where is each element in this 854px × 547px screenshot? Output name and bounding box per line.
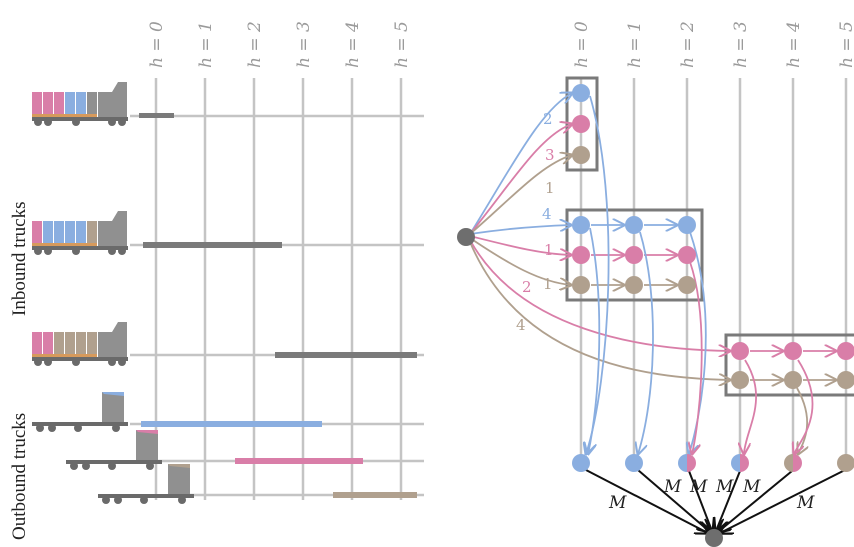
sink-label-5: M: [742, 477, 761, 497]
inbound-truck-3-icon: [32, 322, 128, 366]
edge-label-8: 4: [516, 316, 526, 334]
edge-label-7: 2: [522, 278, 532, 296]
outbound-node-1: [625, 454, 643, 472]
left-h-label-1: h = 1: [196, 21, 216, 68]
left-panel: h = 0 h = 1 h = 2 h = 3 h = 4 h = 5 Inb: [9, 21, 424, 540]
outbound-truck-pink-icon: [66, 430, 162, 470]
node-box1-tan: [572, 146, 590, 164]
node-box2-tan-0: [572, 276, 590, 294]
edge-label-6: 1: [543, 275, 553, 293]
bar-inbound-2: [143, 242, 282, 248]
node-box2-tan-1: [625, 276, 643, 294]
inbound-truck-1-icon: [32, 82, 128, 126]
right-h-labels: h = 0 h = 1 h = 2 h = 3 h = 4 h = 5: [572, 21, 854, 68]
node-box2-blue-2: [678, 216, 696, 234]
left-h-label-2: h = 2: [245, 21, 265, 68]
group-box-3: [724, 333, 854, 397]
bar-outbound-blue: [141, 421, 322, 427]
sink-label-6: M: [796, 493, 815, 513]
source-node: [457, 228, 475, 246]
node-box3-pink-3: [731, 342, 749, 360]
delivery-edges: [586, 95, 814, 454]
inbound-truck-2-icon: [32, 211, 128, 255]
inbound-trucks-label: Inbound trucks: [9, 201, 30, 316]
right-grid: [579, 78, 848, 465]
node-box3-tan-4: [784, 371, 802, 389]
right-h-label-3: h = 3: [731, 21, 751, 68]
node-box2-pink-1: [625, 246, 643, 264]
outbound-node-2: [678, 454, 696, 472]
edge-label-3: 1: [545, 179, 555, 197]
sink-label-4: M: [715, 477, 734, 497]
bar-outbound-pink: [235, 458, 363, 464]
bar-inbound-3: [275, 352, 417, 358]
outbound-node-4: [784, 454, 802, 472]
right-h-label-0: h = 0: [572, 21, 592, 68]
time-window-bars: [139, 113, 417, 498]
node-box3-pink-4: [784, 342, 802, 360]
sink-node: [705, 529, 723, 547]
outbound-node-0: [572, 454, 590, 472]
left-h-label-0: h = 0: [147, 21, 167, 68]
edge-label-4: 4: [542, 205, 552, 223]
node-box2-blue-0: [572, 216, 590, 234]
node-box3-pink-5: [837, 342, 854, 360]
outbound-trucks-label: Outbound trucks: [9, 413, 30, 540]
bar-inbound-1: [139, 113, 174, 118]
edge-label-2: 3: [545, 146, 555, 164]
edge-labels: 2 3 1 4 1 1 2 4: [516, 110, 555, 334]
node-box2-tan-2: [678, 276, 696, 294]
sink-label-3: M: [689, 477, 708, 497]
right-h-label-1: h = 1: [625, 21, 645, 68]
node-box1-blue: [572, 84, 590, 102]
sink-label-2: M: [663, 477, 682, 497]
right-panel: h = 0 h = 1 h = 2 h = 3 h = 4 h = 5 2 3 …: [457, 21, 854, 547]
left-h-label-3: h = 3: [294, 21, 314, 68]
sink-label-1: M: [608, 493, 627, 513]
outbound-truck-tan-icon: [98, 464, 194, 504]
left-lanes: [130, 114, 424, 497]
left-h-label-4: h = 4: [343, 21, 363, 68]
right-h-label-2: h = 2: [678, 21, 698, 68]
node-box3-tan-5: [837, 371, 854, 389]
sink-labels: M M M M M M: [608, 477, 815, 513]
sink-edges: [585, 469, 846, 533]
graph-nodes: [457, 84, 854, 547]
right-h-label-4: h = 4: [784, 21, 804, 68]
edge-label-5: 1: [544, 241, 554, 259]
node-box1-pink: [572, 115, 590, 133]
node-box3-tan-3: [731, 371, 749, 389]
outbound-node-5: [837, 454, 854, 472]
node-box2-blue-1: [625, 216, 643, 234]
left-grid: [154, 78, 403, 500]
node-box2-pink-2: [678, 246, 696, 264]
outbound-truck-blue-icon: [32, 392, 128, 432]
left-h-label-5: h = 5: [392, 21, 412, 68]
left-h-labels: h = 0 h = 1 h = 2 h = 3 h = 4 h = 5: [147, 21, 412, 68]
bar-outbound-tan: [333, 492, 417, 498]
right-h-label-5: h = 5: [837, 21, 854, 68]
source-edges: [469, 93, 730, 380]
edge-label-1: 2: [543, 110, 553, 128]
outbound-node-3: [731, 454, 749, 472]
node-box2-pink-0: [572, 246, 590, 264]
